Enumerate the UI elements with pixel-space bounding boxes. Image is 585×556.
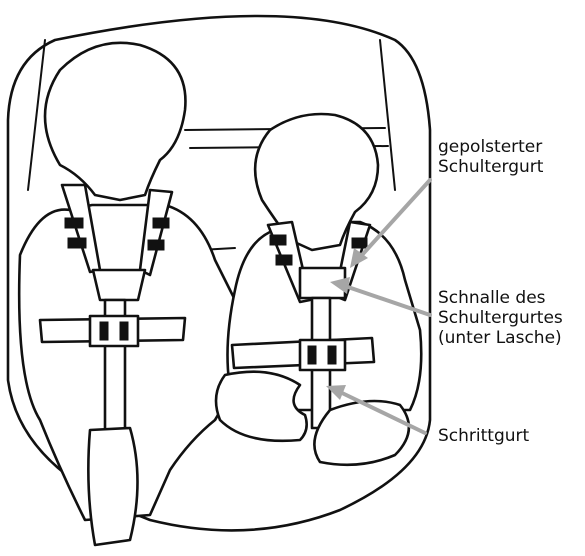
- label-buckle-line1: Schnalle des: [438, 288, 563, 308]
- right-leg: [314, 401, 409, 465]
- left-head: [45, 43, 185, 200]
- right-strap-pad-l2: [276, 255, 292, 265]
- right-buckle: [300, 340, 345, 370]
- left-child: [19, 43, 236, 545]
- right-buckle-inner-2: [328, 346, 336, 364]
- label-padded-shoulder-strap-line1: gepolsterter: [438, 137, 543, 157]
- left-buckle-inner: [100, 322, 108, 340]
- left-strap-pad-l1: [65, 218, 83, 228]
- left-buckle: [90, 316, 138, 346]
- right-child: [216, 114, 421, 465]
- right-buckle-inner: [308, 346, 316, 364]
- left-strap-pad-r2: [148, 240, 164, 250]
- label-crotch-strap: Schrittgurt: [438, 426, 529, 446]
- label-padded-shoulder-strap: gepolsterter Schultergurt: [438, 137, 543, 177]
- label-buckle: Schnalle des Schultergurtes (unter Lasch…: [438, 288, 563, 348]
- right-arm: [216, 372, 307, 441]
- label-buckle-line3: (unter Lasche): [438, 328, 563, 348]
- left-strap-pad-l2: [68, 238, 86, 248]
- seat-inner-left: [28, 40, 45, 190]
- right-strap-pad-l1: [270, 235, 286, 245]
- left-chest-clip: [93, 270, 145, 300]
- left-strap-pad-r1: [153, 218, 169, 228]
- right-strap-pad-r1: [352, 238, 367, 248]
- left-leg: [88, 428, 137, 545]
- left-buckle-inner-2: [120, 322, 128, 340]
- seat-inner-right: [380, 40, 395, 190]
- label-crotch-strap-line1: Schrittgurt: [438, 426, 529, 446]
- label-padded-shoulder-strap-line2: Schultergurt: [438, 157, 543, 177]
- label-buckle-line2: Schultergurtes: [438, 308, 563, 328]
